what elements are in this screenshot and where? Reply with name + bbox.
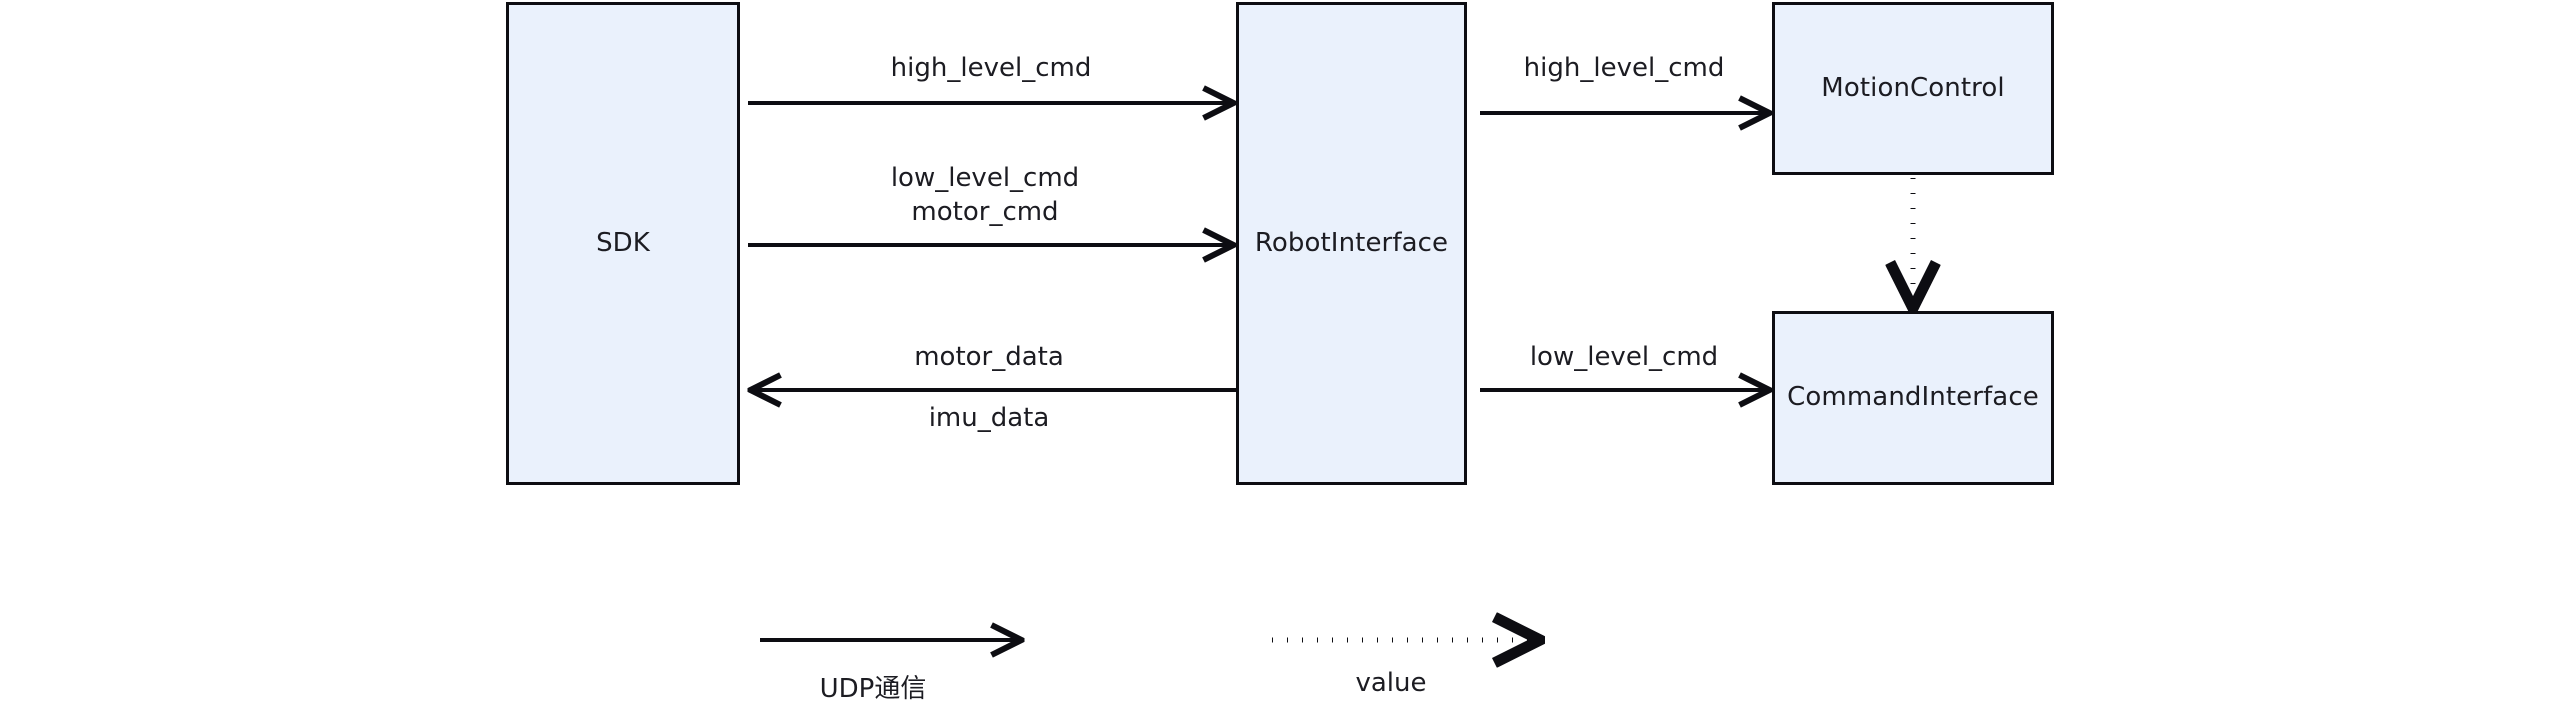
node-command-interface[interactable]: CommandInterface (1772, 311, 2054, 485)
edge-label-robot-to-sdk-imu-data: imu_data (929, 402, 1050, 435)
edge-label-line: motor_data (914, 342, 1064, 372)
edge-label-line: low_level_cmd (890, 163, 1080, 193)
edge-label-line: imu_data (928, 403, 1050, 433)
legend-dotted-label: value (1355, 668, 1427, 698)
node-sdk[interactable]: SDK (506, 2, 740, 485)
node-robot-interface-label: RobotInterface (1254, 227, 1449, 258)
edge-label-line: high_level_cmd (890, 53, 1092, 83)
node-command-interface-label: CommandInterface (1787, 382, 2039, 413)
edge-label-line: motor_cmd (911, 197, 1059, 228)
edge-label-robot-to-command-low: low_level_cmd (1530, 341, 1718, 374)
legend-solid-label: UDP通信 (819, 674, 927, 704)
edge-label-sdk-to-robot-high: high_level_cmd (891, 52, 1092, 85)
node-robot-interface[interactable]: RobotInterface (1236, 2, 1467, 485)
edge-label-robot-to-sdk-motor-data: motor_data (914, 341, 1064, 374)
node-motion-control[interactable]: MotionControl (1772, 2, 2054, 175)
edge-label-line: low_level_cmd (1529, 342, 1719, 372)
edge-label-sdk-to-robot-low: low_level_cmd motor_cmd (891, 161, 1079, 230)
edge-label-line: high_level_cmd (1523, 53, 1725, 83)
node-sdk-label: SDK (596, 227, 650, 258)
edge-label-robot-to-motion-high: high_level_cmd (1524, 52, 1725, 85)
node-motion-control-label: MotionControl (1821, 72, 2005, 103)
